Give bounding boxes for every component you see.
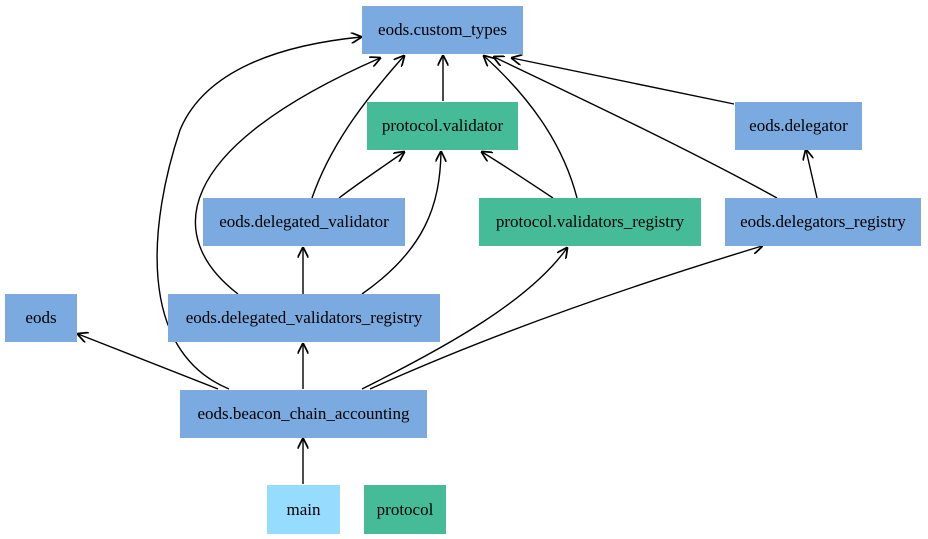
edge-delegated-validator-to-protocol-validator: [338, 152, 404, 199]
node-label: main: [286, 499, 321, 519]
node-eods-delegated-validator[interactable]: eods.delegated_validator: [203, 198, 405, 246]
edge-validators-registry-to-custom-types: [484, 56, 578, 199]
node-protocol-validator[interactable]: protocol.validator: [367, 102, 518, 150]
node-eods-beacon-chain-accounting[interactable]: eods.beacon_chain_accounting: [180, 390, 427, 438]
edge-beacon-chain-accounting-to-delegators-registry: [369, 246, 762, 390]
edge-delegated-validators-registry-to-custom-types: [194, 58, 380, 295]
node-protocol[interactable]: protocol: [364, 485, 446, 534]
node-eods-custom-types[interactable]: eods.custom_types: [362, 6, 523, 54]
node-label: protocol: [376, 499, 434, 519]
node-eods-delegators-registry[interactable]: eods.delegators_registry: [725, 198, 921, 246]
node-label: eods.delegated_validator: [219, 212, 389, 231]
node-protocol-validators-registry[interactable]: protocol.validators_registry: [479, 198, 701, 246]
edge-validators-registry-to-protocol-validator: [482, 152, 554, 199]
edge-delegators-registry-to-custom-types: [494, 57, 778, 199]
node-label: eods.beacon_chain_accounting: [197, 404, 410, 423]
node-eods-delegated-validators-registry[interactable]: eods.delegated_validators_registry: [168, 294, 440, 342]
edge-beacon-chain-accounting-to-eods: [78, 334, 219, 390]
edge-delegated-validators-registry-to-protocol-validator: [361, 152, 441, 295]
node-eods-delegator[interactable]: eods.delegator: [735, 102, 862, 150]
node-main[interactable]: main: [267, 485, 340, 534]
node-label: eods.delegator: [749, 116, 848, 135]
node-label: eods.delegators_registry: [740, 212, 906, 231]
edge-beacon-chain-accounting-to-validators-registry: [361, 248, 567, 390]
edge-delegators-registry-to-delegator: [806, 150, 818, 199]
node-eods[interactable]: eods: [5, 294, 77, 342]
node-label: eods.custom_types: [378, 20, 507, 39]
node-label: protocol.validators_registry: [495, 212, 685, 231]
edge-delegator-to-custom-types: [512, 58, 735, 105]
edge-delegated-validator-to-custom-types: [311, 56, 404, 199]
node-label: protocol.validator: [381, 116, 504, 135]
node-label: eods: [25, 308, 57, 327]
node-label: eods.delegated_validators_registry: [185, 308, 423, 327]
